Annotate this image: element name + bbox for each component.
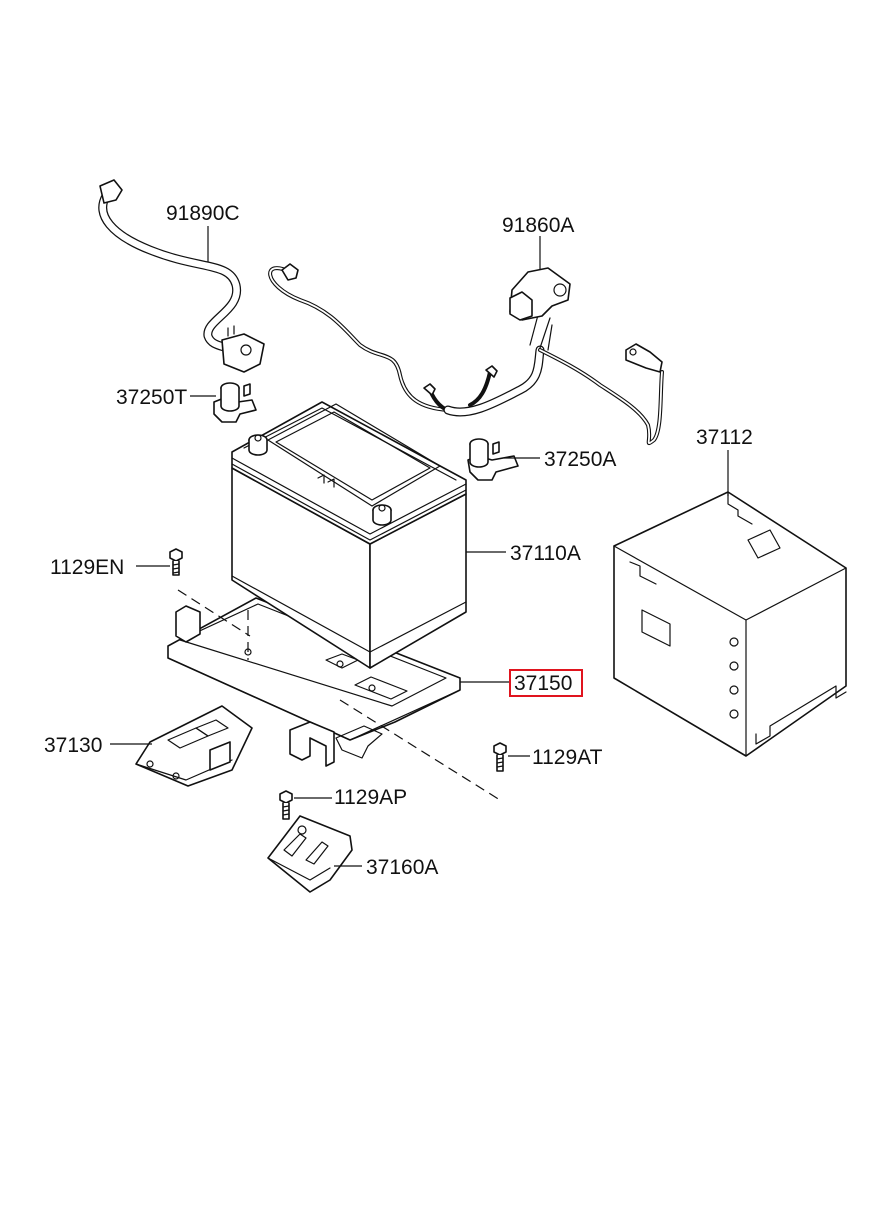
label-37130[interactable]: 37130 xyxy=(44,734,102,757)
tray-bracket-37130[interactable] xyxy=(135,705,253,787)
bolt-1129AT[interactable] xyxy=(493,742,507,772)
terminal-37250A[interactable] xyxy=(467,438,519,481)
tray-bracket-37160A[interactable] xyxy=(267,815,353,893)
terminal-37250T[interactable] xyxy=(213,382,257,423)
highlight-box-37150 xyxy=(509,669,583,697)
label-91890C[interactable]: 91890C xyxy=(166,202,240,225)
label-37160A[interactable]: 37160A xyxy=(366,856,438,879)
label-37110A[interactable]: 37110A xyxy=(510,542,581,565)
bolt-1129EN[interactable] xyxy=(169,548,183,576)
label-37250A[interactable]: 37250A xyxy=(544,448,616,471)
label-37250T[interactable]: 37250T xyxy=(116,386,187,409)
battery-negative-cable[interactable] xyxy=(98,179,265,373)
label-37150[interactable]: 37150 xyxy=(514,672,572,695)
label-1129AT[interactable]: 1129AT xyxy=(532,746,603,769)
battery-wiring-harness[interactable] xyxy=(268,263,664,446)
alignment-line-1129EN xyxy=(177,589,251,637)
label-37112[interactable]: 37112 xyxy=(696,426,753,449)
label-1129AP[interactable]: 1129AP xyxy=(334,786,407,809)
battery[interactable] xyxy=(231,401,467,669)
battery-insulator-cover[interactable] xyxy=(613,491,847,757)
label-91860A[interactable]: 91860A xyxy=(502,214,574,237)
label-1129EN[interactable]: 1129EN xyxy=(50,556,124,579)
bolt-1129AP[interactable] xyxy=(279,790,293,820)
